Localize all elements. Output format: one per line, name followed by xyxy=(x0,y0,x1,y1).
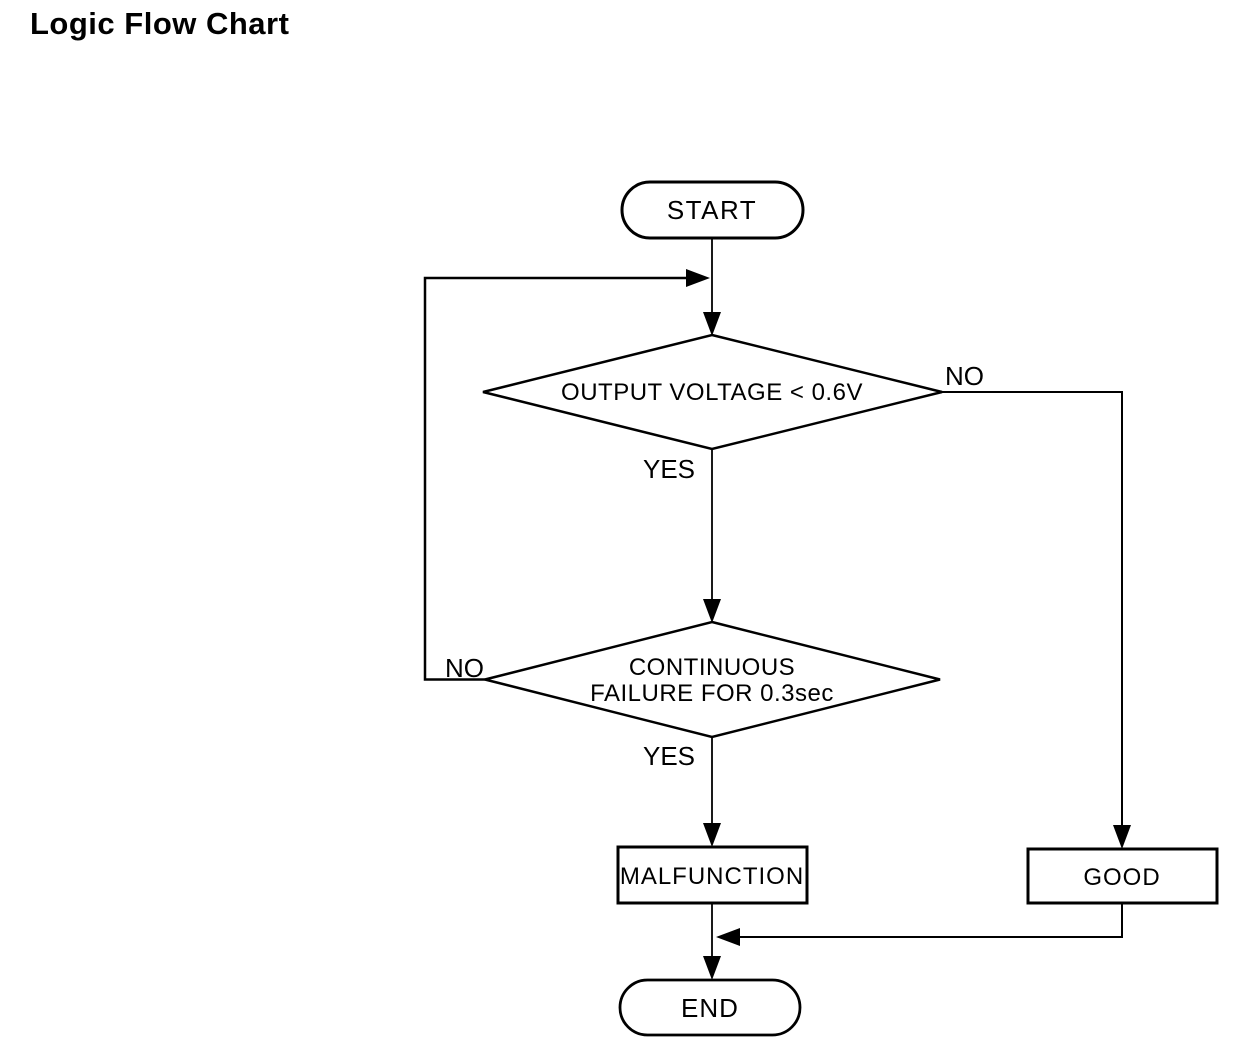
edge-good-to-join xyxy=(740,903,1123,938)
good-label: GOOD xyxy=(1083,864,1160,891)
node-good: GOOD xyxy=(1026,847,1219,905)
decision-voltage-diamond-shape xyxy=(482,333,943,451)
start-terminator-shape xyxy=(620,180,805,240)
decision-failure-yes-label: YES xyxy=(643,741,695,771)
malfunction-label: MALFUNCTION xyxy=(620,863,804,890)
node-decision-failure: CONTINUOUS FAILURE FOR 0.3sec xyxy=(484,620,941,739)
arrowhead-into-end xyxy=(703,956,721,980)
decision-failure-label-line2: FAILURE FOR 0.3sec xyxy=(590,680,834,707)
edge-labels: NO YES NO YES xyxy=(445,361,984,771)
node-malfunction: MALFUNCTION xyxy=(616,845,809,905)
edge-decision-voltage-no-to-good xyxy=(942,391,1123,845)
decision-failure-diamond-shape xyxy=(484,620,941,739)
decision-failure-no-label: NO xyxy=(445,653,484,683)
good-process-shape xyxy=(1026,847,1219,905)
arrowhead-into-malfunction xyxy=(703,823,721,847)
arrowhead-into-good xyxy=(1113,825,1131,849)
decision-failure-label-line1: CONTINUOUS xyxy=(629,654,795,681)
malfunction-process-shape xyxy=(616,845,809,905)
node-end: END xyxy=(618,978,802,1037)
decision-voltage-no-label: NO xyxy=(945,361,984,391)
end-terminator-shape xyxy=(618,978,802,1037)
decision-voltage-label: OUTPUT VOLTAGE < 0.6V xyxy=(561,379,863,406)
node-start: START xyxy=(620,180,805,240)
arrowhead-into-decision-failure xyxy=(703,599,721,623)
decision-voltage-yes-label: YES xyxy=(643,454,695,484)
arrowhead-loop-junction xyxy=(686,269,710,287)
edges xyxy=(423,238,1131,980)
arrowhead-join-left xyxy=(716,928,740,946)
edge-decision-failure-no-loopback xyxy=(423,276,688,681)
page-title: Logic Flow Chart xyxy=(30,6,290,41)
start-label: START xyxy=(667,195,757,225)
node-decision-voltage: OUTPUT VOLTAGE < 0.6V xyxy=(482,333,943,451)
arrowhead-into-decision-voltage xyxy=(703,312,721,336)
end-label: END xyxy=(681,993,739,1023)
